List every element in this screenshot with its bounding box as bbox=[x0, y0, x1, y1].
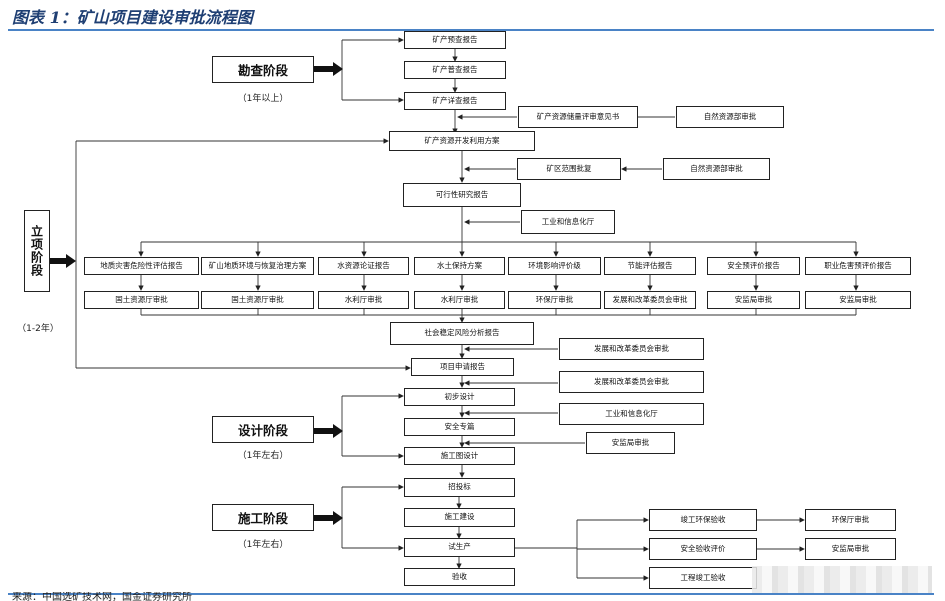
acceptance-box: 验收 bbox=[404, 568, 515, 586]
ndrc-box-1: 发展和改革委员会审批 bbox=[559, 338, 704, 360]
env-acceptance-box: 竣工环保验收 bbox=[649, 509, 757, 531]
approval-box-water: 水利厅审批 bbox=[318, 291, 409, 309]
safety-acceptance-box: 安全验收评价 bbox=[649, 538, 757, 560]
stage-survey-duration: （1年以上） bbox=[237, 94, 289, 104]
bottom-rule bbox=[8, 593, 934, 595]
detail-report-box: 矿产详查报告 bbox=[404, 92, 506, 110]
approval-box-soil: 水利厅审批 bbox=[414, 291, 505, 309]
approval-box-geoenv: 国土资源厅审批 bbox=[201, 291, 314, 309]
approval-box-geohazard: 国土资源厅审批 bbox=[84, 291, 199, 309]
report-box-occupational: 职业危害预评价报告 bbox=[805, 257, 911, 275]
report-box-geohazard: 地质灾害危险性评估报告 bbox=[84, 257, 199, 275]
env-dept-approval-box: 环保厅审批 bbox=[805, 509, 896, 531]
stage-project-duration: （1-2年） bbox=[17, 324, 59, 334]
safety-chapter-box: 安全专篇 bbox=[404, 418, 515, 436]
approval-box-safety: 安监局审批 bbox=[707, 291, 800, 309]
approval-box-env: 环保厅审批 bbox=[508, 291, 601, 309]
ndrc-box-2: 发展和改革委员会审批 bbox=[559, 371, 704, 393]
stage-design-duration: （1年左右） bbox=[237, 451, 289, 461]
stage-design: 设计阶段 bbox=[212, 416, 314, 443]
eng-acceptance-box: 工程竣工验收 bbox=[649, 567, 757, 589]
report-box-water: 水资源论证报告 bbox=[318, 257, 409, 275]
prelim-design-box: 初步设计 bbox=[404, 388, 515, 406]
general-report-box: 矿产普查报告 bbox=[404, 61, 506, 79]
area-approval-box: 矿区范围批复 bbox=[517, 158, 621, 180]
application-box: 项目申请报告 bbox=[411, 358, 514, 376]
report-box-soil: 水土保持方案 bbox=[414, 257, 505, 275]
blurred-watermark bbox=[752, 566, 932, 594]
approval-box-occupational: 安监局审批 bbox=[805, 291, 911, 309]
construction-design-box: 施工图设计 bbox=[404, 447, 515, 465]
reserve-opinion-box: 矿产资源储量评审意见书 bbox=[518, 106, 638, 128]
nr-approval-box-2: 自然资源部审批 bbox=[663, 158, 770, 180]
trial-production-box: 试生产 bbox=[404, 538, 515, 557]
stage-project: 立项阶段 bbox=[24, 210, 50, 292]
feasibility-box: 可行性研究报告 bbox=[403, 183, 521, 207]
construction-box: 施工建设 bbox=[404, 508, 515, 527]
safety-approval-box: 安监局审批 bbox=[586, 432, 675, 454]
dev-plan-box: 矿产资源开发利用方案 bbox=[389, 131, 535, 151]
miit-box-2: 工业和信息化厅 bbox=[559, 403, 704, 425]
report-box-energy: 节能评估报告 bbox=[604, 257, 696, 275]
approval-box-energy: 发展和改革委员会审批 bbox=[604, 291, 696, 309]
nr-approval-box-1: 自然资源部审批 bbox=[676, 106, 784, 128]
report-box-geoenv: 矿山地质环境与恢复治理方案 bbox=[201, 257, 314, 275]
title-bar: 图表 1：矿山项目建设审批流程图 bbox=[0, 0, 945, 31]
miit-box-1: 工业和信息化厅 bbox=[521, 210, 615, 234]
report-box-safety: 安全预评价报告 bbox=[707, 257, 800, 275]
stage-construction-duration: （1年左右） bbox=[237, 540, 289, 550]
stage-construction: 施工阶段 bbox=[212, 504, 314, 531]
safety-bureau-approval-box: 安监局审批 bbox=[805, 538, 896, 560]
prospect-report-box: 矿产预查报告 bbox=[404, 31, 506, 49]
figure-title: 图表 1：矿山项目建设审批流程图 bbox=[12, 8, 253, 27]
bidding-box: 招投标 bbox=[404, 478, 515, 497]
source-note: 来源：中国选矿技术网，国金证券研究所 bbox=[12, 592, 192, 601]
report-box-env: 环境影响评价级 bbox=[508, 257, 601, 275]
social-risk-box: 社会稳定风险分析报告 bbox=[390, 322, 534, 345]
stage-survey: 勘查阶段 bbox=[212, 56, 314, 83]
title-rule bbox=[8, 29, 934, 31]
